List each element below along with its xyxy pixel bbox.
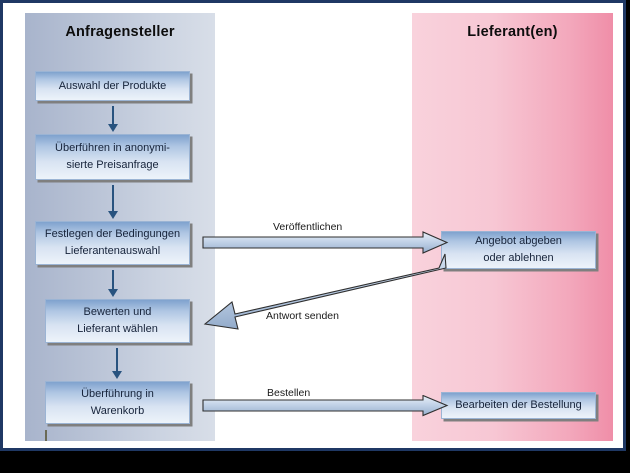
process-box-label-line2: Warenkorb (90, 404, 145, 417)
connector-arrow-down-1 (108, 106, 118, 132)
connector-arrow-down-2 (108, 185, 118, 219)
process-box-label-line2: Lieferant wählen (77, 323, 158, 335)
process-box-label-line1: Bewerten und (83, 306, 152, 318)
flow-label-veroeffentlichen: Veröffentlichen (273, 221, 343, 233)
flow-label-bestellen: Bestellen (267, 387, 311, 399)
process-box-festlegen-der-bedingungen[interactable]: Festlegen der Bedingungen Lieferantenaus… (35, 221, 190, 265)
process-box-label-line1: Überführen in anonymi- (55, 142, 170, 154)
process-box-label-line2: sierte Preisanfrage (66, 159, 159, 171)
flow-arrow-bestellen (202, 395, 449, 417)
flow-arrow-veroeffentlichen (202, 231, 449, 254)
flow-arrow-antwort-senden (203, 253, 447, 330)
swimlane-title-lieferant: Lieferant(en) (467, 24, 558, 40)
process-box-ueberfuehren-anonymisierte-preisanfrage[interactable]: Überführen in anonymi- sierte Preisanfra… (35, 134, 190, 180)
swimlane-lieferant: Lieferant(en) (412, 13, 613, 441)
flow-label-antwort-senden: Antwort senden (266, 310, 339, 322)
text-caret-artifact (45, 430, 47, 441)
process-box-bewerten-und-lieferant-waehlen[interactable]: Bewerten und Lieferant wählen (45, 299, 190, 343)
swimlane-title-anfragenersteller: Anfragensteller (65, 24, 175, 40)
process-box-label-line1: Angebot abgeben (475, 235, 562, 247)
process-box-label-line2: Lieferantenauswahl (64, 245, 161, 257)
process-box-auswahl-der-produkte[interactable]: Auswahl der Produkte (35, 71, 190, 101)
process-box-label: Auswahl der Produkte (58, 79, 167, 92)
connector-arrow-down-3 (108, 270, 118, 297)
process-box-label-line1: Festlegen der Bedingungen (44, 228, 181, 240)
process-box-bearbeiten-der-bestellung[interactable]: Bearbeiten der Bestellung (441, 392, 596, 419)
process-box-ueberfuehrung-in-warenkorb[interactable]: Überführung in Warenkorb (45, 381, 190, 424)
connector-arrow-down-4 (112, 348, 122, 379)
process-box-label-line2: oder ablehnen (483, 252, 554, 264)
process-box-label-line1: Überführung in (81, 387, 154, 400)
diagram-frame: Anfragensteller Lieferant(en) Auswahl de… (0, 0, 626, 451)
process-box-angebot-abgeben-oder-ablehnen[interactable]: Angebot abgeben oder ablehnen (441, 231, 596, 269)
process-box-label: Bearbeiten der Bestellung (455, 399, 582, 411)
